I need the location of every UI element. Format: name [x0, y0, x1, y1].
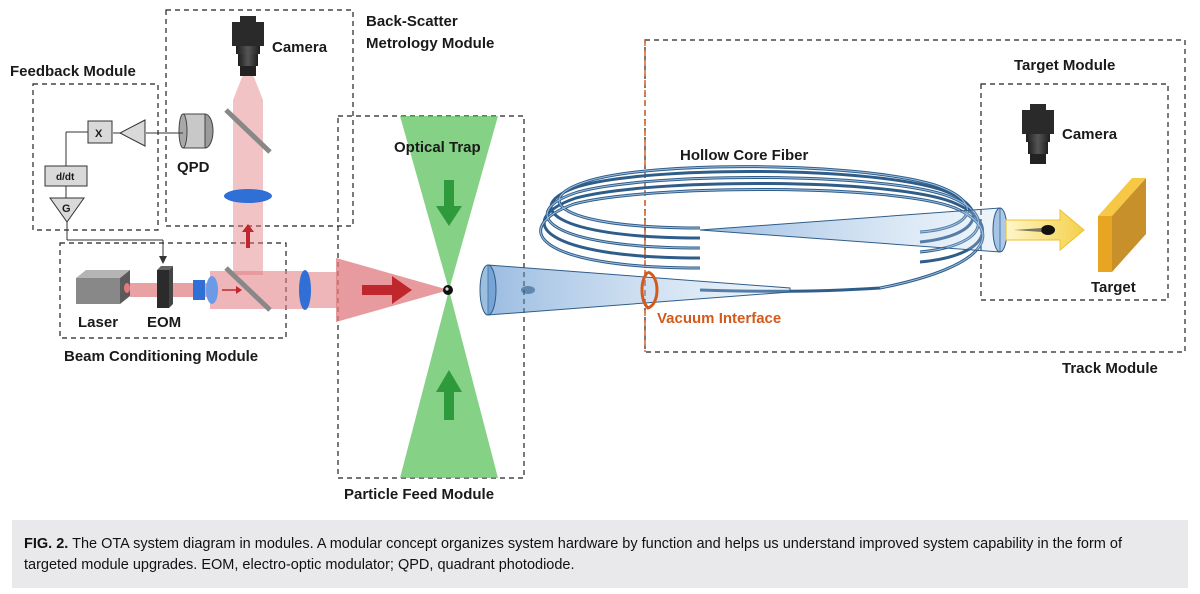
camera-top-label: Camera: [272, 39, 328, 56]
camera-target-label: Camera: [1062, 126, 1118, 143]
gain-label: G: [62, 203, 71, 215]
beam-direction-arrow: [362, 276, 412, 304]
ejected-particle: [1041, 225, 1055, 235]
derivative-label: d/dt: [56, 172, 75, 183]
feedback-circuit: [44, 119, 183, 264]
particle-feed-module-label: Particle Feed Module: [344, 486, 494, 503]
focusing-lens: [299, 270, 311, 310]
multiplier-label: X: [95, 128, 103, 140]
vacuum-interface-ring: [640, 270, 659, 310]
optical-trap-beam: [400, 116, 498, 478]
particle-trail: [1014, 228, 1042, 232]
caption-label: FIG. 2.: [24, 536, 69, 552]
backscatter-module-box: [165, 9, 354, 227]
beam-expander-body: [193, 280, 205, 300]
beam-expander-lens: [206, 276, 218, 304]
backscatter-lens: [224, 189, 272, 203]
gain-triangle: [49, 197, 85, 223]
backscatter-beam-vertical: [233, 100, 263, 275]
eom-label: EOM: [147, 314, 181, 331]
backscatter-arrow: [242, 224, 254, 248]
beam-conditioning-module-label: Beam Conditioning Module: [64, 348, 258, 365]
hollow-core-fiber-label: Hollow Core Fiber: [680, 147, 809, 164]
feedback-module-label: Feedback Module: [10, 63, 136, 80]
qpd-label: QPD: [177, 159, 210, 176]
amplifier-triangle: [118, 119, 146, 147]
caption-text: The OTA system diagram in modules. A mod…: [24, 536, 1122, 573]
target-module-box: [980, 83, 1169, 301]
camera-top-icon: [232, 16, 264, 76]
small-beam-arrowhead: [236, 286, 242, 294]
target-plate: [1098, 178, 1146, 272]
target-module-label: Target Module: [1014, 57, 1115, 74]
beam-splitter-main: [224, 266, 272, 312]
camera-target-icon: [1022, 104, 1054, 164]
trap-arrow-down: [436, 180, 462, 226]
backscatter-beam-top: [233, 62, 263, 100]
vacuum-interface-label: Vacuum Interface: [657, 310, 781, 327]
laser-device: [76, 270, 130, 304]
beam-splitter-top: [224, 108, 272, 154]
track-module-label: Track Module: [1062, 360, 1158, 377]
backscatter-module-label-1: Back-Scatter: [366, 13, 458, 30]
trapped-particle-highlight: [445, 287, 449, 291]
track-module-box: [644, 39, 1186, 353]
feedback-module-box: [32, 83, 159, 231]
optical-trap-label: Optical Trap: [394, 139, 481, 156]
particle-in-fiber: [521, 286, 535, 294]
trap-arrow-up: [436, 370, 462, 420]
figure-caption: FIG. 2. The OTA system diagram in module…: [12, 520, 1188, 588]
fiber-exit-cone: [699, 207, 1001, 253]
qpd-detector: [178, 113, 214, 149]
fiber-entrance-face: [479, 264, 497, 316]
backscatter-module-label-2: Metrology Module: [366, 35, 494, 52]
laser-label: Laser: [78, 314, 118, 331]
eom-device: [157, 266, 173, 308]
target-label: Target: [1091, 279, 1136, 296]
fiber-exit-face: [992, 207, 1008, 253]
ota-system-diagram: Feedback Module Back-Scatter Metrology M…: [10, 9, 1186, 503]
